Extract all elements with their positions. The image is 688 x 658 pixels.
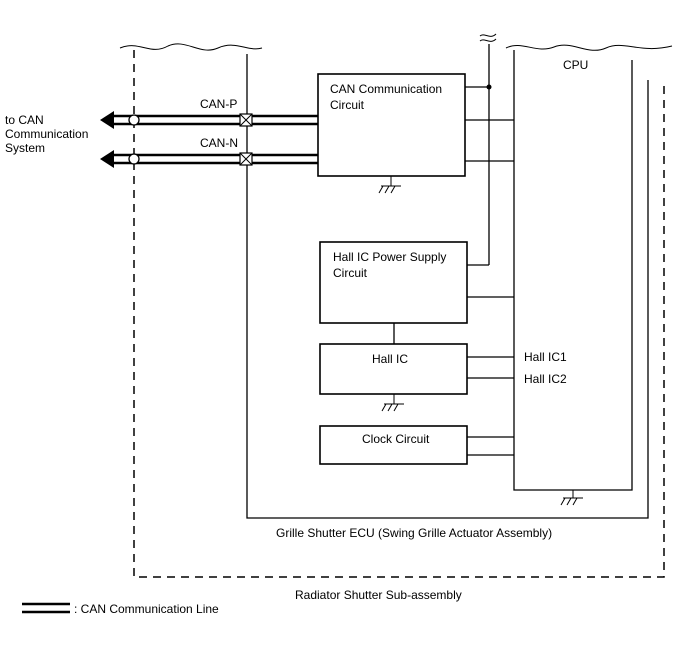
ground-icon bbox=[381, 394, 404, 412]
can-p-label: CAN-P bbox=[200, 97, 237, 111]
ecu-label: Grille Shutter ECU (Swing Grille Actuato… bbox=[276, 526, 552, 540]
cpu-label: CPU bbox=[563, 58, 588, 72]
legend-can-line-icon bbox=[22, 602, 70, 614]
subassembly-label: Radiator Shutter Sub-assembly bbox=[295, 588, 462, 602]
clock-circuit-box bbox=[319, 425, 468, 465]
ecu-boundary bbox=[246, 54, 649, 519]
legend-label: : CAN Communication Line bbox=[74, 602, 219, 616]
can-circuit-label: CAN Communication Circuit bbox=[330, 82, 445, 112]
can-communication-circuit-box bbox=[317, 73, 466, 177]
hall-ic-power-supply-box bbox=[319, 241, 468, 324]
can-n-label: CAN-N bbox=[200, 136, 238, 150]
power-break-icon bbox=[479, 33, 497, 42]
ground-icon bbox=[378, 176, 401, 194]
subassembly-boundary bbox=[133, 50, 665, 578]
ground-icon bbox=[560, 490, 583, 506]
can-p-line bbox=[100, 111, 318, 129]
subassembly-break-left bbox=[119, 43, 263, 51]
hall-ic-label: Hall IC bbox=[372, 352, 408, 366]
hall-ic2-label: Hall IC2 bbox=[524, 372, 567, 386]
to-can-label: to CAN Communication System bbox=[5, 113, 92, 155]
hall-ic1-label: Hall IC1 bbox=[524, 350, 567, 364]
hall-power-label: Hall IC Power Supply Circuit bbox=[333, 250, 450, 280]
cpu-break bbox=[505, 44, 673, 51]
cpu-block bbox=[513, 50, 633, 491]
can-n-line bbox=[100, 150, 318, 168]
clock-label: Clock Circuit bbox=[362, 432, 430, 446]
